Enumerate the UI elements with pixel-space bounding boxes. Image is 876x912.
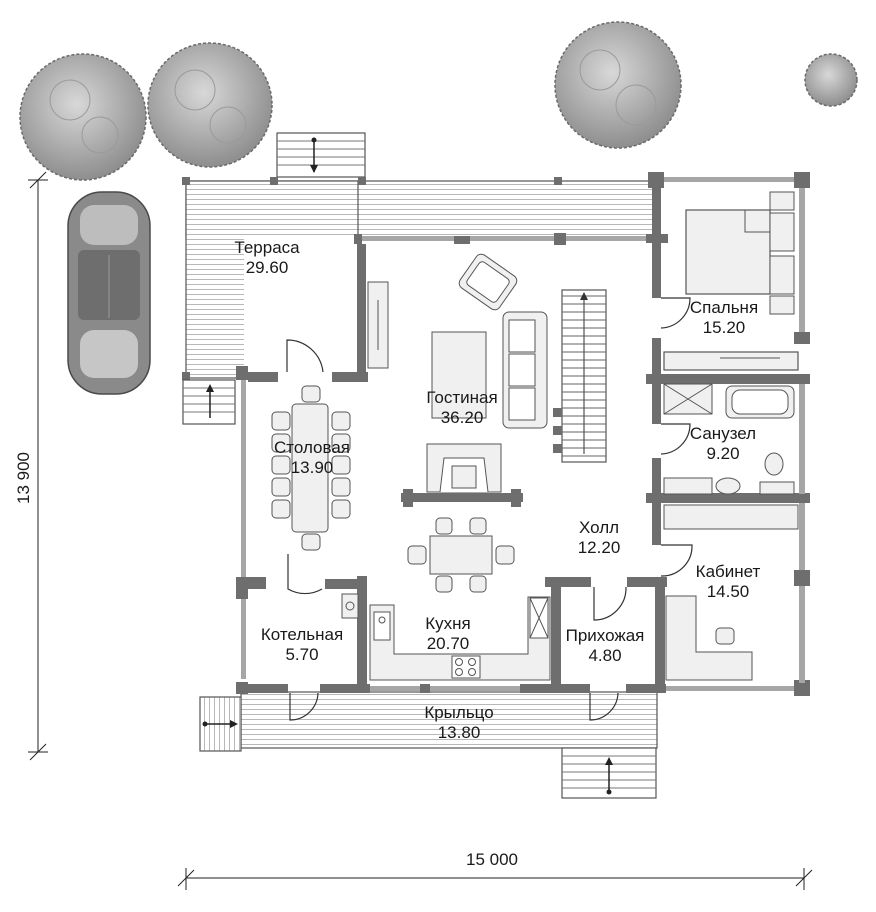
boiler-icon [341,593,359,619]
room-label-kitchen: Кухня 20.70 [425,614,471,654]
room-area: 13.90 [290,458,334,477]
kitchen-table [407,517,515,593]
doors [286,297,693,721]
room-name: Кабинет [695,562,761,581]
room-label-boiler: Котельная 5.70 [261,625,343,665]
kitchen-counter [369,596,551,681]
staircase [553,289,607,463]
room-name: Санузел [689,424,757,443]
room-area: 29.60 [245,258,289,277]
wardrobe [663,351,799,371]
room-name: Кухня [425,614,471,633]
room-label-living: Гостиная 36.20 [426,388,497,428]
dining-table [271,385,351,551]
steps-bottom [561,747,657,799]
porch-deck [199,691,658,752]
room-label-bedroom: Спальня 15.20 [690,298,758,338]
room-label-bathroom: Санузел 9.20 [690,424,756,464]
tree-icon [19,53,147,181]
room-area: 12.20 [577,538,621,557]
dimension-lines [28,171,813,890]
fireplace-icon [401,443,523,507]
tree-icon [147,42,273,168]
walls [236,172,810,696]
dimension-depth: 13 900 [14,452,33,504]
room-area: 13.80 [437,723,481,742]
room-area: 14.50 [706,582,750,601]
room-area: 20.70 [426,634,470,653]
room-name: Крыльцо [424,703,494,722]
room-area: 9.20 [706,444,740,463]
steps-left [182,379,236,425]
room-label-porch: Крыльцо 13.80 [424,703,493,743]
tv-unit [367,281,389,369]
room-label-entry: Прихожая 4.80 [566,626,645,666]
room-name: Терраса [234,238,300,257]
room-label-terrace: Терраса 29.60 [234,238,299,278]
room-label-hall: Холл 12.20 [578,518,621,558]
coffee-table [431,331,487,419]
room-label-dining: Столовая 13.90 [274,438,350,478]
room-name: Котельная [260,625,344,644]
shrub-icon [804,53,858,107]
terrace-posts [182,177,562,380]
car-icon [67,191,151,395]
room-area: 4.80 [588,646,622,665]
room-name: Столовая [273,438,351,457]
room-name: Холл [578,518,620,537]
room-area: 15.20 [702,318,746,337]
steps-top [276,132,366,178]
room-name: Спальня [689,298,759,317]
armchair-icon [458,253,518,311]
bed-icon [685,191,795,315]
room-label-study: Кабинет 14.50 [696,562,761,602]
dimension-width: 15 000 [466,850,518,869]
bathroom-fixtures [663,383,795,495]
sofa-icon [502,311,548,429]
room-area: 5.70 [285,645,319,664]
tree-icon [554,21,682,149]
room-name: Прихожая [565,626,645,645]
room-name: Гостиная [426,388,498,407]
desk [663,504,799,681]
room-area: 36.20 [440,408,484,427]
